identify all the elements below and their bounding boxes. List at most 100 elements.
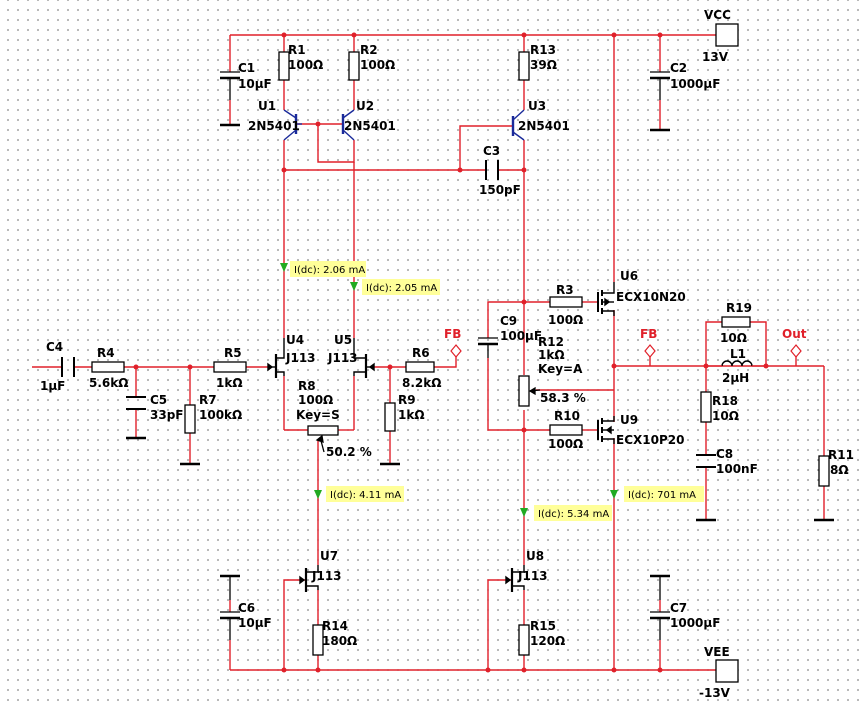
resistor-r8[interactable]	[307, 425, 339, 436]
r13-ref: R13	[530, 43, 556, 57]
r12-ref: R12	[538, 335, 564, 349]
u9-ref: U9	[620, 413, 638, 427]
transistor-u1[interactable]	[283, 109, 302, 141]
u5-model: J113	[327, 351, 358, 365]
fb-right-port[interactable]	[644, 344, 656, 358]
vcc-terminal[interactable]	[715, 23, 739, 47]
r18-value: 10Ω	[712, 409, 739, 423]
c3-value: 150pF	[479, 183, 521, 197]
resistor-r10[interactable]	[549, 424, 583, 436]
r7-value: 100kΩ	[199, 408, 242, 422]
vcc-label: VCC	[704, 8, 731, 22]
resistor-r19[interactable]	[721, 316, 751, 328]
capacitor-c2[interactable]	[650, 71, 670, 132]
probe-label: I(dc): 2.05 mA	[366, 283, 437, 294]
c9-ref: C9	[500, 314, 517, 328]
r15-ref: R15	[530, 619, 556, 633]
probe-u8-drain[interactable]: I(dc): 5.34 mA	[520, 505, 612, 521]
u6-model: ECX10N20	[616, 290, 686, 304]
resistor-r18[interactable]	[700, 391, 712, 423]
r18-ref: R18	[712, 394, 738, 408]
capacitor-c8[interactable]	[696, 454, 716, 522]
resistor-r3[interactable]	[549, 296, 583, 308]
probe-u4-drain[interactable]: I(dc): 2.06 mA	[280, 261, 366, 277]
r4-ref: R4	[97, 346, 115, 360]
resistor-r1[interactable]	[278, 51, 290, 81]
r11-ref: R11	[828, 448, 854, 462]
vee-label: VEE	[704, 645, 730, 659]
c5-value: 33pF	[150, 408, 184, 422]
capacitor-c5[interactable]	[126, 396, 146, 440]
c6-ref: C6	[238, 601, 255, 615]
u3-ref: U3	[528, 99, 546, 113]
port-markers	[450, 344, 802, 358]
c8-value: 100nF	[716, 462, 758, 476]
r5-ref: R5	[224, 346, 242, 360]
r11-value: 8Ω	[830, 463, 849, 477]
transistor-u4[interactable]	[267, 338, 285, 378]
vee-terminal[interactable]	[715, 659, 739, 683]
resistor-r12[interactable]	[518, 375, 530, 407]
c2-ref: C2	[670, 61, 687, 75]
transistor-u8[interactable]	[505, 565, 525, 592]
probe-output[interactable]: I(dc): 701 mA	[610, 486, 704, 502]
r19-ref: R19	[726, 301, 752, 315]
r8-ref: R8	[298, 379, 316, 393]
probe-label: I(dc): 2.06 mA	[294, 265, 365, 276]
resistor-r5[interactable]	[213, 361, 247, 373]
capacitor-c7[interactable]	[650, 574, 670, 640]
probe-label: I(dc): 4.11 mA	[330, 490, 401, 501]
u1-model: 2N5401	[248, 119, 300, 133]
transistor-u6[interactable]	[597, 282, 615, 316]
resistor-r14[interactable]	[312, 624, 324, 656]
capacitor-c9[interactable]	[478, 337, 498, 358]
out-port[interactable]	[790, 344, 802, 358]
r12-percent: 58.3 %	[540, 391, 586, 405]
probe-u7-drain[interactable]: I(dc): 4.11 mA	[314, 486, 404, 502]
capacitor-c6[interactable]	[220, 574, 240, 640]
probe-label: I(dc): 701 mA	[628, 490, 696, 501]
transistor-u7[interactable]	[299, 565, 319, 592]
u9-model: ECX10P20	[616, 433, 684, 447]
r14-ref: R14	[322, 619, 348, 633]
resistor-r2[interactable]	[348, 51, 360, 81]
u7-ref: U7	[320, 549, 338, 563]
c7-value: 1000µF	[670, 616, 720, 630]
labels: VCC 13V VEE -13V FB FB Out R1 100Ω R2 10…	[40, 8, 854, 700]
resistor-r7[interactable]	[184, 404, 196, 434]
current-probes: I(dc): 2.06 mA I(dc): 2.05 mA I(dc): 4.1…	[280, 261, 704, 521]
u7-model: J113	[311, 569, 342, 583]
transistor-u3[interactable]	[511, 109, 525, 141]
r5-value: 1kΩ	[216, 376, 243, 390]
r6-value: 8.2kΩ	[402, 376, 441, 390]
probe-u5-drain[interactable]: I(dc): 2.05 mA	[350, 279, 440, 295]
r3-value: 100Ω	[548, 313, 583, 327]
transistor-u2[interactable]	[341, 109, 355, 141]
c4-ref: C4	[46, 340, 63, 354]
r1-value: 100Ω	[288, 58, 323, 72]
inductor-l1[interactable]	[721, 360, 753, 367]
c6-value: 10µF	[238, 616, 272, 630]
r8-key[interactable]: Key=S	[296, 408, 340, 422]
r2-value: 100Ω	[360, 58, 395, 72]
u4-model: J113	[285, 351, 316, 365]
junctions	[133, 32, 769, 673]
r14-value: 180Ω	[322, 634, 357, 648]
resistor-r6[interactable]	[405, 361, 435, 373]
transistor-u5[interactable]	[353, 338, 375, 378]
r3-ref: R3	[556, 283, 574, 297]
capacitor-c3[interactable]	[485, 160, 499, 180]
r19-value: 10Ω	[720, 331, 747, 345]
r12-key[interactable]: Key=A	[538, 362, 583, 376]
resistor-r11[interactable]	[818, 455, 830, 487]
transistor-u9[interactable]	[597, 416, 615, 444]
resistor-r4[interactable]	[91, 361, 125, 373]
capacitor-c4[interactable]	[61, 357, 75, 377]
resistor-r15[interactable]	[518, 624, 530, 656]
fet-transistors	[267, 282, 615, 592]
resistor-r13[interactable]	[518, 51, 530, 81]
capacitor-c1[interactable]	[220, 71, 240, 127]
resistor-r9[interactable]	[384, 402, 396, 432]
fb-left-port[interactable]	[450, 344, 462, 358]
